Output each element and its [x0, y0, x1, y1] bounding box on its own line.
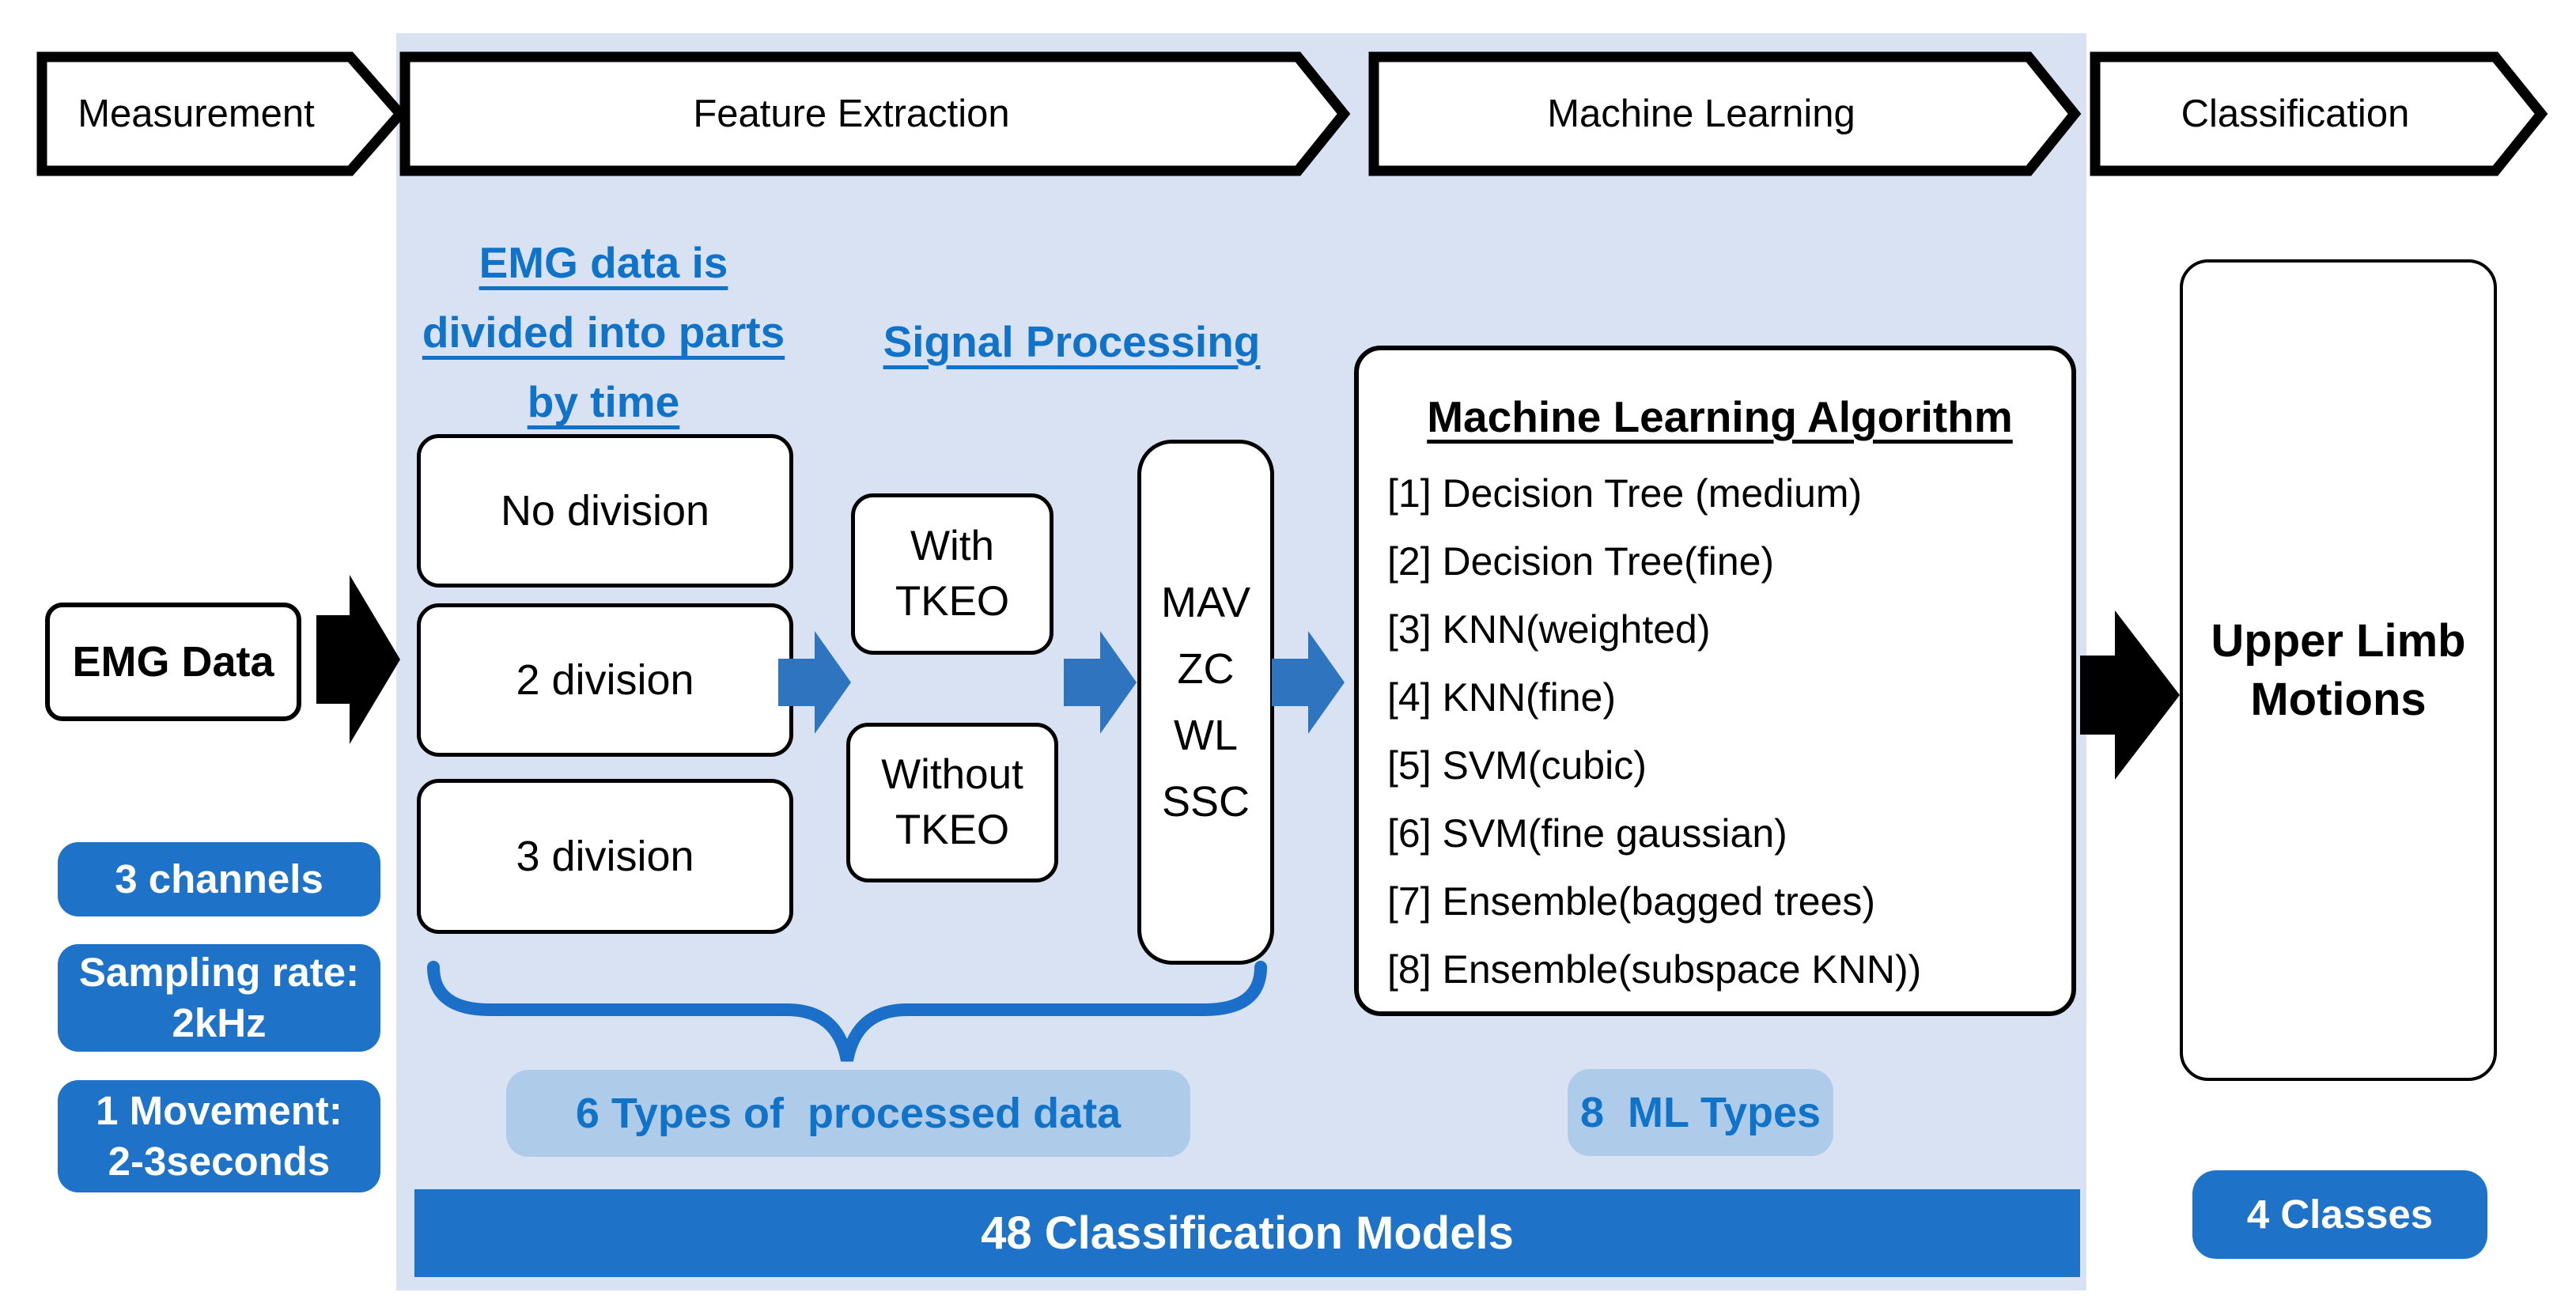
- feature-item: WL: [1174, 712, 1238, 759]
- chevron-shape: [36, 51, 407, 176]
- feature-item: ZC: [1177, 645, 1235, 693]
- ml-algorithm-item: [2] Decision Tree(fine): [1387, 539, 1775, 584]
- ml-algorithm-item: [7] Ensemble(bagged trees): [1387, 879, 1876, 924]
- flow-arrow-features-to-ml-icon: [1272, 631, 1345, 734]
- classification-models-bar: 48 Classification Models: [414, 1189, 2080, 1277]
- division-option-box: 2 division: [417, 603, 793, 757]
- upper-limb-motions-box: Upper Limb Motions: [2180, 259, 2497, 1081]
- flow-arrow-emg-to-division-icon: [316, 575, 400, 744]
- ml-algorithm-item: [3] KNN(weighted): [1387, 607, 1711, 652]
- ml-types-count-badge: 8 ML Types: [1568, 1069, 1833, 1156]
- ml-algorithm-item: [4] KNN(fine): [1387, 675, 1616, 720]
- feature-item: SSC: [1161, 778, 1250, 826]
- stage-label-measurement: Measurement: [78, 93, 315, 135]
- classes-count-badge: 4 Classes: [2192, 1170, 2487, 1259]
- sampling-rate-badge: Sampling rate: 2kHz: [58, 944, 380, 1052]
- stage-label-machine-learning: Machine Learning: [1547, 93, 1855, 135]
- emg-data-box: EMG Data: [45, 603, 301, 721]
- feature-list-box: MAV ZC WL SSC: [1137, 440, 1274, 965]
- movement-duration-badge: 1 Movement: 2-3seconds: [58, 1080, 380, 1192]
- flow-arrow-tkeo-to-features-icon: [1064, 631, 1137, 734]
- flow-arrow-ml-to-output-icon: [2080, 610, 2180, 780]
- chevron-shape: [2090, 51, 2548, 176]
- division-option-box: 3 division: [417, 779, 793, 934]
- without-tkeo-box: Without TKEO: [846, 723, 1058, 882]
- stage-label-classification: Classification: [2181, 93, 2410, 135]
- ml-algorithm-item: [1] Decision Tree (medium): [1387, 471, 1863, 516]
- ml-algorithm-box: Machine Learning Algorithm [1] Decision …: [1354, 346, 2076, 1016]
- stage-arrow-machine-learning: Machine Learning: [1368, 51, 2082, 176]
- ml-algorithm-box-title: Machine Learning Algorithm: [1427, 392, 2013, 441]
- division-heading: EMG data is divided into parts by time: [422, 238, 785, 426]
- ml-algorithm-item: [8] Ensemble(subspace KNN)): [1387, 947, 1922, 992]
- group-brace-icon: [427, 961, 1267, 1062]
- stage-arrow-feature-extraction: Feature Extraction: [399, 51, 1351, 176]
- feature-item: MAV: [1160, 579, 1250, 626]
- division-option-box: No division: [417, 434, 793, 588]
- chevron-shape: [399, 51, 1351, 176]
- with-tkeo-box: With TKEO: [851, 493, 1053, 655]
- channels-badge: 3 channels: [58, 842, 380, 916]
- processed-data-count-badge: 6 Types of processed data: [506, 1070, 1190, 1157]
- signal-processing-heading: Signal Processing: [883, 317, 1261, 366]
- stage-label-feature-extraction: Feature Extraction: [693, 93, 1010, 135]
- stage-arrow-classification: Classification: [2090, 51, 2548, 176]
- ml-algorithm-item: [5] SVM(cubic): [1387, 743, 1647, 788]
- flow-arrow-division-to-tkeo-icon: [778, 631, 851, 734]
- chevron-shape: [1368, 51, 2082, 176]
- stage-arrow-measurement: Measurement: [36, 51, 407, 176]
- ml-algorithm-item: [6] SVM(fine gaussian): [1387, 811, 1787, 856]
